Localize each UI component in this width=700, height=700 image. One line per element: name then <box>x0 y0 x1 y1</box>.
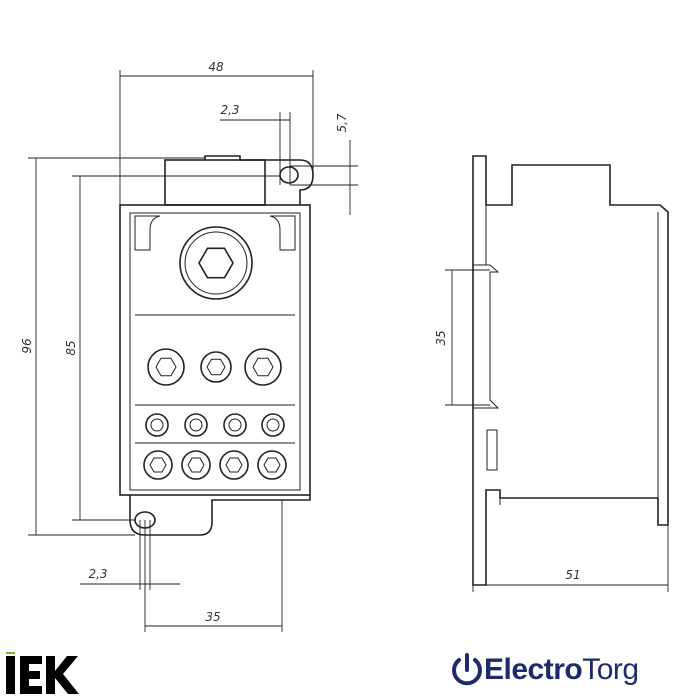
front-lower-screw-hex <box>263 457 281 473</box>
front-body-inner <box>129 212 301 491</box>
front-medium-screw <box>200 351 232 383</box>
front-upper-chamber-right <box>269 215 296 251</box>
side-view: 35 51 <box>434 155 669 592</box>
side-outline <box>472 155 669 586</box>
front-lower-screw <box>257 450 287 480</box>
power-icon <box>452 653 482 686</box>
dim-label-height-total: 96 <box>20 338 34 354</box>
front-small-screw <box>145 413 169 437</box>
front-bottom-tab <box>129 495 311 536</box>
front-medium-screw <box>244 348 282 386</box>
front-small-screw <box>184 413 208 437</box>
front-top-hole <box>279 166 299 184</box>
front-top-block <box>164 159 266 206</box>
front-lower-screw <box>181 450 211 480</box>
front-upper-chamber <box>134 215 161 251</box>
front-dimensions: 48 2,3 5,7 96 85 2,3 35 <box>20 60 358 632</box>
side-slot <box>486 429 498 471</box>
iek-logo <box>6 650 88 694</box>
front-view <box>119 155 314 536</box>
front-small-screw-inner <box>189 418 203 432</box>
front-medium-screw-hex <box>155 357 177 377</box>
front-lower-screw <box>143 450 173 480</box>
front-medium-screw <box>147 348 185 386</box>
dim-label-hole-top: 2,3 <box>220 103 239 117</box>
front-lower-screw-hex <box>187 457 205 473</box>
dim-label-base-width: 35 <box>205 610 220 624</box>
iek-logo-mark <box>6 650 79 694</box>
front-main-screw-ring <box>184 231 248 295</box>
electrotorg-text-part1: Electro <box>484 653 583 686</box>
front-small-screw-inner <box>150 418 164 432</box>
front-lower-screw-hex <box>149 457 167 473</box>
dim-label-height-body: 85 <box>64 340 78 355</box>
front-medium-screw-hex <box>206 358 226 376</box>
front-medium-screw-hex <box>252 357 274 377</box>
front-main-screw-outer <box>179 226 253 300</box>
dim-label-rail-height: 35 <box>434 330 448 345</box>
front-small-screw-inner <box>266 418 280 432</box>
electrotorg-text-part2: Torg <box>582 653 639 686</box>
dim-label-depth: 51 <box>565 568 580 582</box>
side-rail-notch <box>473 264 500 409</box>
front-small-screw <box>261 413 285 437</box>
front-lower-screw <box>219 450 249 480</box>
front-main-screw-hex <box>198 247 234 279</box>
front-small-screw-inner <box>228 418 242 432</box>
front-small-screw <box>223 413 247 437</box>
front-lower-screw-hex <box>225 457 243 473</box>
front-top-tab <box>204 155 314 205</box>
front-small-screws <box>145 413 285 437</box>
dim-label-width: 48 <box>208 60 224 74</box>
front-medium-screws <box>147 348 282 386</box>
front-body-outer <box>119 204 311 496</box>
dim-label-hole-bottom: 2,3 <box>88 567 107 581</box>
dim-label-hole-vertical: 5,7 <box>335 113 349 132</box>
front-lower-screws <box>143 450 287 480</box>
